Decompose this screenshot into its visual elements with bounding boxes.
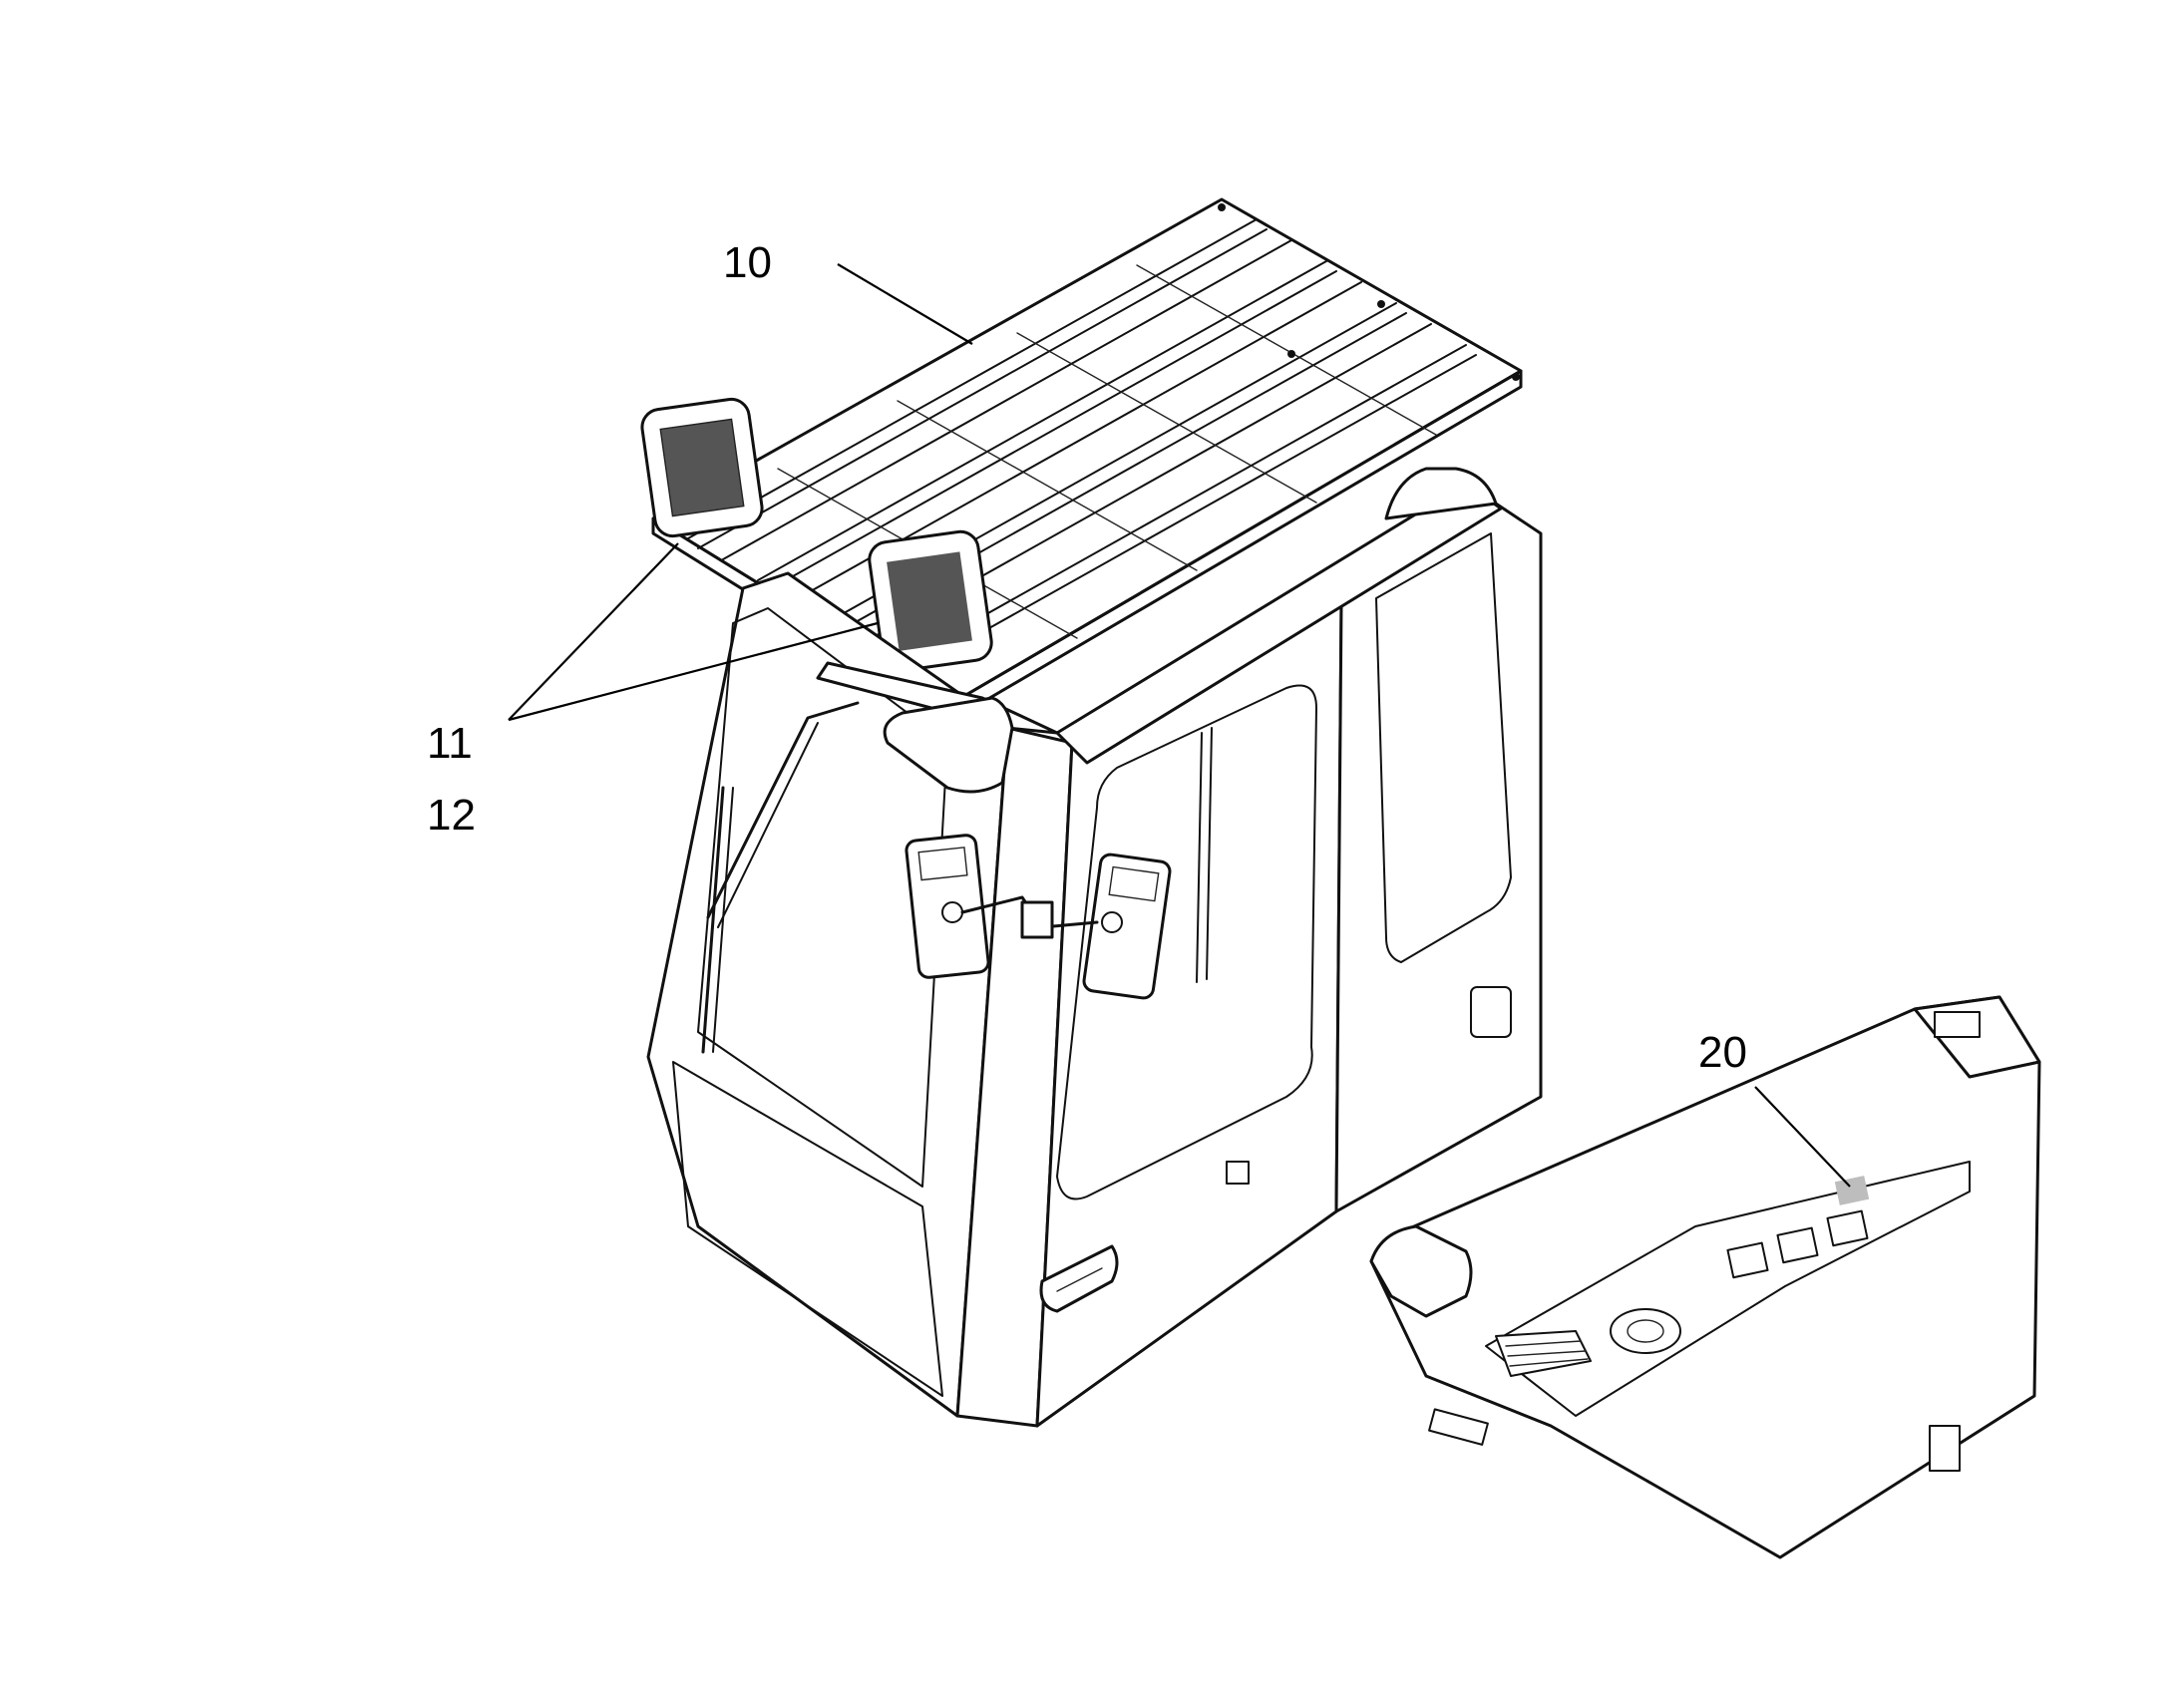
leader-lines bbox=[508, 263, 1851, 1188]
work-light-icon bbox=[640, 397, 764, 538]
door-handle-icon bbox=[1039, 1244, 1119, 1313]
mirror-icon bbox=[905, 834, 990, 979]
callout-11: 11 bbox=[427, 719, 473, 768]
mirror-icon bbox=[1082, 853, 1172, 1000]
roof-guard bbox=[651, 197, 1523, 722]
callout-10: 10 bbox=[723, 238, 772, 287]
callout-12: 12 bbox=[427, 791, 476, 840]
work-light-icon bbox=[868, 529, 993, 673]
wiper-icon bbox=[701, 701, 860, 1054]
callout-20: 20 bbox=[1698, 1028, 1747, 1077]
control-console bbox=[1369, 995, 2041, 1559]
